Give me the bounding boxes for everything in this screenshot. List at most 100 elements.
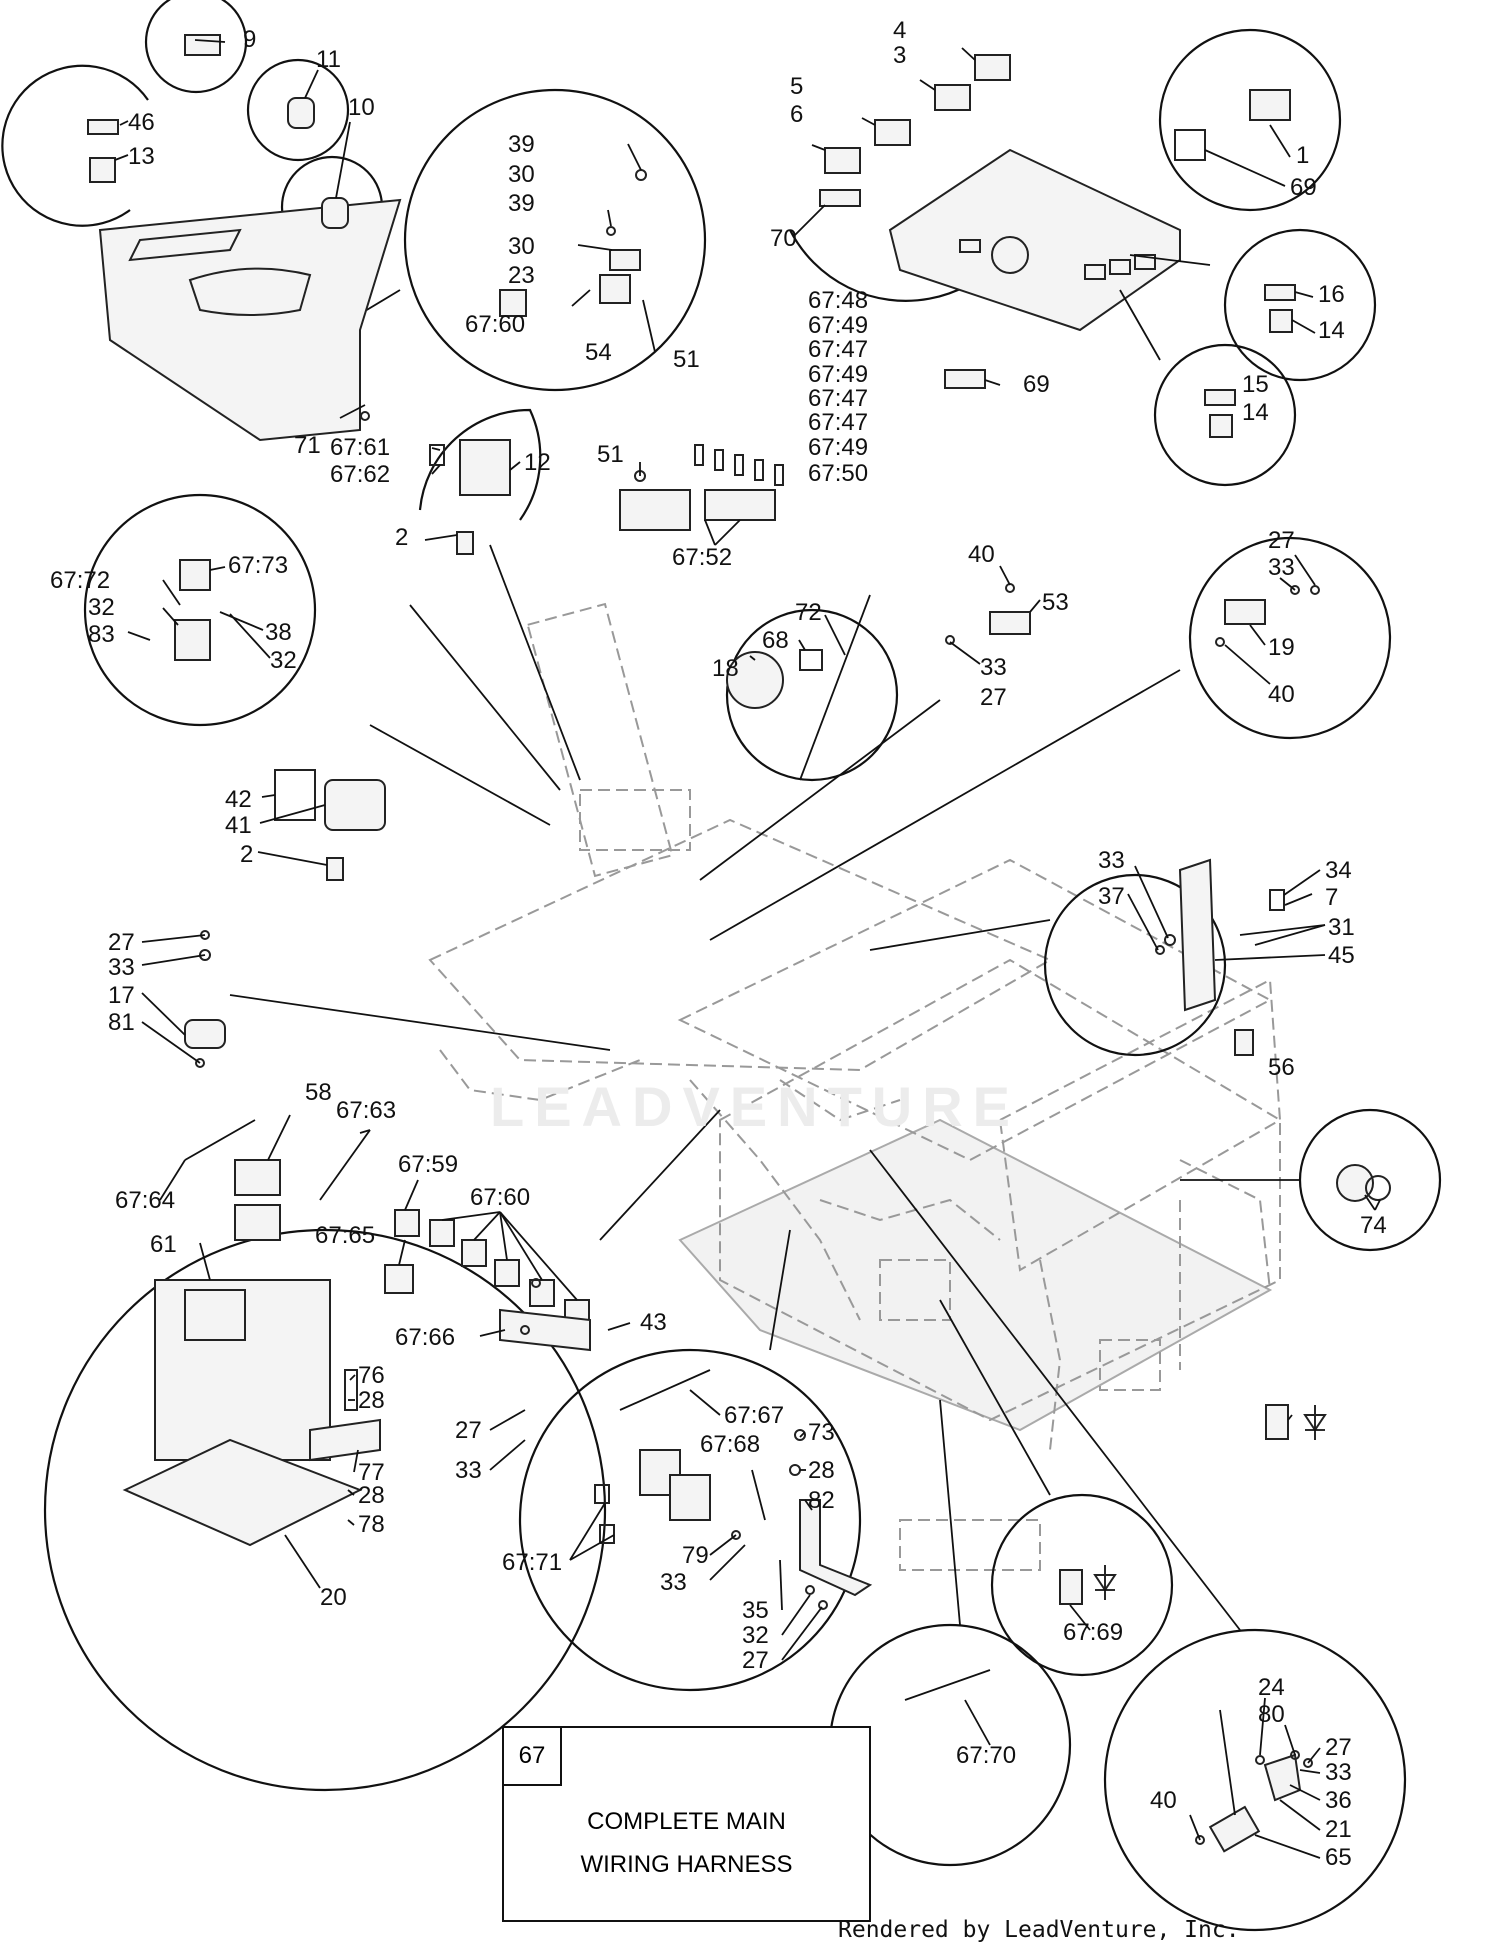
detail-circle-21	[1103, 1628, 1407, 1932]
callout-39-b: 39	[508, 190, 535, 217]
callout-17: 17	[108, 982, 135, 1009]
detail-circle-13	[1, 64, 149, 227]
callout-58: 58	[305, 1079, 332, 1106]
callout-67-47: 67:47	[808, 336, 868, 363]
legend-number: 67	[504, 1728, 562, 1786]
callout-77: 77	[358, 1459, 385, 1486]
callout-27: 27	[980, 684, 1007, 711]
callout-67-47-b: 67:47	[808, 385, 868, 412]
callout-41: 41	[225, 812, 252, 839]
callout-38: 38	[265, 619, 292, 646]
callout-33-b: 33	[1268, 554, 1295, 581]
legend-line-1: COMPLETE MAIN	[587, 1808, 786, 1835]
callout-67-47-c: 67:47	[808, 409, 868, 436]
legend-box: 67 COMPLETE MAIN WIRING HARNESS	[502, 1726, 871, 1922]
callout-70: 70	[770, 225, 797, 252]
callout-21: 21	[1325, 1816, 1352, 1843]
detail-circle-9	[144, 0, 248, 94]
detail-circle-16	[1223, 228, 1377, 382]
callout-56: 56	[1268, 1054, 1295, 1081]
callout-33-c: 33	[1098, 847, 1125, 874]
callout-71: 71	[294, 432, 321, 459]
callout-31: 31	[1328, 914, 1355, 941]
callout-67-71: 67:71	[502, 1549, 562, 1576]
callout-69-b: 69	[1023, 371, 1050, 398]
detail-circle-45	[1043, 873, 1227, 1057]
callout-51: 51	[673, 346, 700, 373]
callout-67-68: 67:68	[700, 1431, 760, 1458]
detail-circle-11	[246, 58, 350, 162]
callout-10: 10	[348, 94, 375, 121]
callout-67-72: 67:72	[50, 567, 110, 594]
callout-54: 54	[585, 339, 612, 366]
callout-12: 12	[524, 449, 551, 476]
callout-67-49-b: 67:49	[808, 361, 868, 388]
callout-43: 43	[640, 1309, 667, 1336]
callout-67-49-c: 67:49	[808, 434, 868, 461]
callout-28-b: 28	[358, 1482, 385, 1509]
callout-13: 13	[128, 143, 155, 170]
callout-39: 39	[508, 131, 535, 158]
callout-3: 3	[893, 42, 906, 69]
callout-14: 14	[1318, 317, 1345, 344]
callout-67-60-b: 67:60	[470, 1184, 530, 1211]
callout-67-48: 67:48	[808, 287, 868, 314]
detail-circle-6769	[990, 1493, 1174, 1677]
leader-lines	[114, 39, 1381, 1859]
callout-1: 1	[1296, 142, 1309, 169]
callout-32-c: 32	[742, 1622, 769, 1649]
callout-83: 83	[88, 621, 115, 648]
credit-text: Rendered by LeadVenture, Inc.	[838, 1917, 1240, 1943]
detail-circle-6771	[518, 1348, 862, 1692]
callout-11: 11	[316, 46, 341, 73]
callout-40-b: 40	[1268, 681, 1295, 708]
callout-74: 74	[1360, 1212, 1387, 1239]
legend-title: COMPLETE MAIN WIRING HARNESS	[504, 1800, 869, 1886]
callout-27-c: 27	[108, 929, 135, 956]
diode-symbols	[1093, 1405, 1327, 1600]
callout-53: 53	[1042, 589, 1069, 616]
callout-33-f: 33	[660, 1569, 687, 1596]
detail-circle-1	[1158, 28, 1342, 212]
detail-circle-19	[1188, 536, 1392, 740]
callout-36: 36	[1325, 1787, 1352, 1814]
callout-19: 19	[1268, 634, 1295, 661]
callout-67-73: 67:73	[228, 552, 288, 579]
callout-67-70: 67:70	[956, 1742, 1016, 1769]
callout-73: 73	[808, 1419, 835, 1446]
callout-67-52: 67:52	[672, 544, 732, 571]
callout-82: 82	[808, 1487, 835, 1514]
callout-45: 45	[1328, 942, 1355, 969]
callout-67-66: 67:66	[395, 1324, 455, 1351]
callout-18: 18	[712, 655, 739, 682]
callout-72: 72	[795, 599, 822, 626]
callout-16: 16	[1318, 281, 1345, 308]
callout-69: 69	[1290, 174, 1317, 201]
callout-2-b: 2	[240, 841, 253, 868]
callout-67-60: 67:60	[465, 311, 525, 338]
callout-79: 79	[682, 1542, 709, 1569]
callout-61: 61	[150, 1231, 177, 1258]
callout-67-59: 67:59	[398, 1151, 458, 1178]
diode-icon-6769	[1093, 1565, 1117, 1600]
battery	[154, 1279, 331, 1461]
callout-28-c: 28	[808, 1457, 835, 1484]
callout-46: 46	[128, 109, 155, 136]
callout-40: 40	[968, 541, 995, 568]
callout-67-62: 67:62	[330, 461, 390, 488]
callout-37: 37	[1098, 883, 1125, 910]
callout-67-63: 67:63	[336, 1097, 396, 1124]
detail-circle-15	[1153, 343, 1297, 487]
callout-67-67: 67:67	[724, 1402, 784, 1429]
callout-5: 5	[790, 73, 803, 100]
callout-67-49: 67:49	[808, 312, 868, 339]
callout-6: 6	[790, 101, 803, 128]
callout-20: 20	[320, 1584, 347, 1611]
callout-67-50: 67:50	[808, 460, 868, 487]
callout-labels: 9 11 10 46 13 71 39 30 39 30 23 67:60 54…	[50, 17, 1387, 1871]
console-housing	[98, 198, 402, 442]
callout-28: 28	[358, 1387, 385, 1414]
callout-67-64: 67:64	[115, 1187, 175, 1214]
callout-40-c: 40	[1150, 1787, 1177, 1814]
